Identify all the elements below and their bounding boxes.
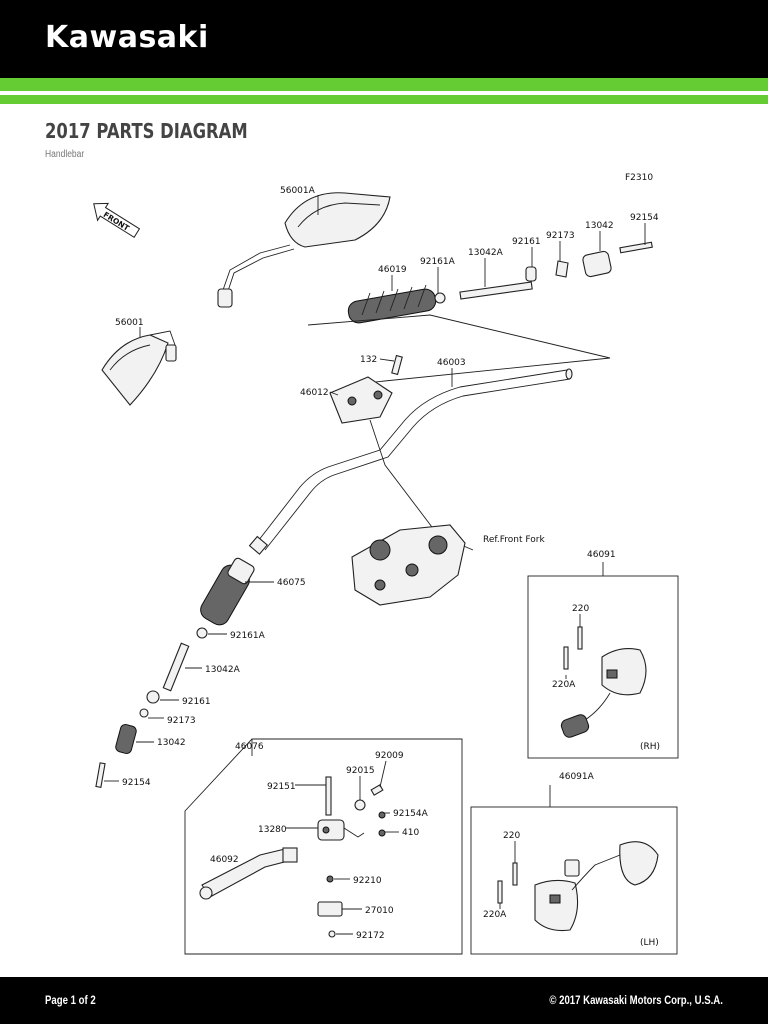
mirror-left xyxy=(101,330,177,406)
lever-holder xyxy=(317,776,386,938)
grip-assembly-bottom xyxy=(95,557,255,788)
part-label-92015: 92015 xyxy=(346,766,375,776)
lh-switch-housing xyxy=(497,841,659,932)
accent-stripe-top xyxy=(0,78,768,91)
part-label-92151: 92151 xyxy=(267,782,296,792)
part-label-92172: 92172 xyxy=(356,931,385,941)
part-label-92154-bot: 92154 xyxy=(122,778,151,788)
part-label-92173-top: 92173 xyxy=(546,231,575,241)
part-label-92154-top: 92154 xyxy=(630,213,659,223)
lh-switch-box xyxy=(470,806,678,955)
part-label-92161A-bot: 92161A xyxy=(230,631,266,641)
part-label-46091: 46091 xyxy=(587,550,616,560)
part-label-46091A: 46091A xyxy=(559,772,595,782)
header-bar: Kawasaki xyxy=(0,0,768,78)
part-label-46019: 46019 xyxy=(378,265,407,275)
part-label-27010: 27010 xyxy=(365,906,394,916)
mirror-right xyxy=(217,192,391,308)
grip-assembly-top xyxy=(347,241,653,324)
part-label-92009: 92009 xyxy=(375,751,404,761)
copyright-text: © 2017 Kawasaki Motors Corp., U.S.A. xyxy=(549,993,723,1007)
lh-label: (LH) xyxy=(640,938,659,948)
part-label-220A-lh: 220A xyxy=(483,910,507,920)
rh-switch-housing xyxy=(560,626,647,738)
part-label-92210: 92210 xyxy=(353,876,382,886)
accent-stripe-bottom xyxy=(0,95,768,104)
part-label-132: 132 xyxy=(360,355,377,365)
part-label-92161-top: 92161 xyxy=(512,237,541,247)
part-label-56001A: 56001A xyxy=(280,186,316,196)
page-indicator: Page 1 of 2 xyxy=(45,993,96,1007)
part-label-92173-bot: 92173 xyxy=(167,716,196,726)
part-label-46012: 46012 xyxy=(300,388,329,398)
front-fork-clamp xyxy=(351,524,466,606)
brand-logo: Kawasaki xyxy=(45,20,209,55)
parts-diagram: F2310 FRONT 56001A 56001 92154 13042 921… xyxy=(93,173,679,955)
part-label-46003: 46003 xyxy=(437,358,466,368)
part-label-13280: 13280 xyxy=(258,825,287,835)
part-label-220-rh: 220 xyxy=(572,604,589,614)
front-arrow-icon: FRONT xyxy=(93,202,141,238)
part-label-46092: 46092 xyxy=(210,855,239,865)
handlebar-tube xyxy=(248,368,573,555)
part-label-46076: 46076 xyxy=(235,742,264,752)
part-label-13042-top: 13042 xyxy=(585,221,614,231)
diagram-code: F2310 xyxy=(625,173,653,183)
page-subtitle: Handlebar xyxy=(45,149,85,160)
part-label-13042-bot: 13042 xyxy=(157,738,186,748)
part-label-92161A-top: 92161A xyxy=(420,257,456,267)
part-label-13042A-bot: 13042A xyxy=(205,665,241,675)
part-label-56001: 56001 xyxy=(115,318,144,328)
part-label-410: 410 xyxy=(402,828,419,838)
clutch-lever xyxy=(199,847,298,900)
page-title: 2017 PARTS DIAGRAM xyxy=(45,119,248,143)
part-label-92154A: 92154A xyxy=(393,809,429,819)
handlebar-holder xyxy=(329,354,403,424)
part-label-92161-bot: 92161 xyxy=(182,697,211,707)
footer-bar: Page 1 of 2 © 2017 Kawasaki Motors Corp.… xyxy=(0,977,768,1024)
part-label-220-lh: 220 xyxy=(503,831,520,841)
ref-front-fork-label: Ref.Front Fork xyxy=(483,535,545,545)
part-label-13042A-top: 13042A xyxy=(468,248,504,258)
part-label-46075: 46075 xyxy=(277,578,306,588)
part-label-220A-rh: 220A xyxy=(552,680,576,690)
stripe-gap xyxy=(0,91,768,95)
rh-label: (RH) xyxy=(640,742,660,752)
